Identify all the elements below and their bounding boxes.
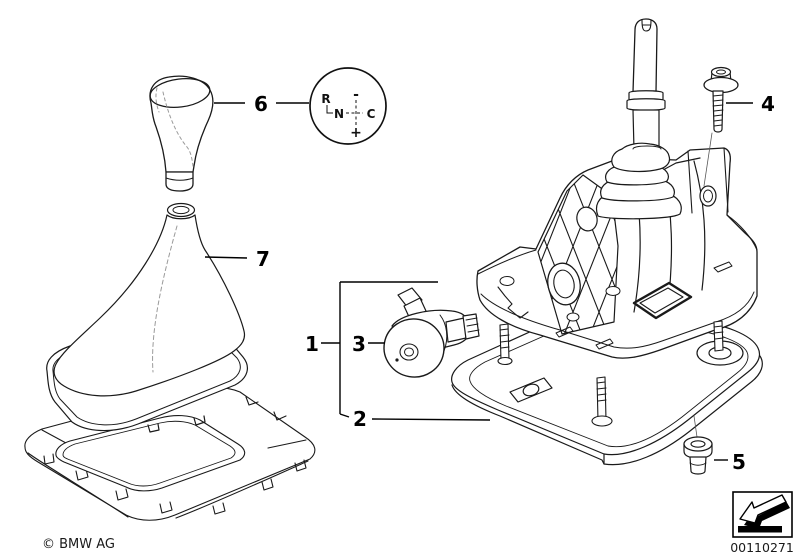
- callout-2-group: 2: [353, 407, 491, 431]
- bolt-drawing: [703, 66, 739, 187]
- callout-2-label[interactable]: 2: [353, 407, 367, 431]
- mounting-stud: [591, 376, 613, 427]
- callout-4-group: 4: [726, 92, 775, 116]
- mounting-stud: [713, 320, 724, 352]
- pattern-sign-minus: -: [353, 87, 359, 103]
- callout-6-label[interactable]: 6: [254, 92, 268, 116]
- part-number: 00110271: [730, 540, 794, 555]
- direction-arrow-icon: [732, 491, 793, 538]
- shift-boot-drawing: [46, 202, 249, 433]
- callout-6-group: 6: [214, 92, 309, 116]
- callout-5-label[interactable]: 5: [732, 450, 746, 474]
- callout-3-label[interactable]: 3: [352, 332, 366, 356]
- shifter-assembly-drawing: [476, 18, 758, 427]
- mounting-stud: [497, 323, 513, 366]
- callout-5-group: 5: [714, 450, 746, 474]
- fastener-drawing: [683, 415, 713, 475]
- gear-knob-drawing: [149, 75, 214, 192]
- pattern-letter-c: C: [367, 107, 376, 121]
- callout-1-label[interactable]: 1: [305, 332, 319, 356]
- copyright: © BMW AG: [42, 537, 115, 552]
- pattern-letter-n: N: [334, 107, 344, 121]
- shift-pattern-circle: R N C - +: [309, 67, 387, 145]
- pattern-sign-plus: +: [350, 125, 362, 141]
- callout-4-label[interactable]: 4: [761, 92, 775, 116]
- callout-7-group: 7: [204, 247, 270, 271]
- solenoid-drawing: [383, 287, 480, 378]
- callout-1-3-group: 1 3: [305, 281, 438, 418]
- pattern-letter-r: R: [321, 92, 330, 106]
- callout-7-label[interactable]: 7: [256, 247, 270, 271]
